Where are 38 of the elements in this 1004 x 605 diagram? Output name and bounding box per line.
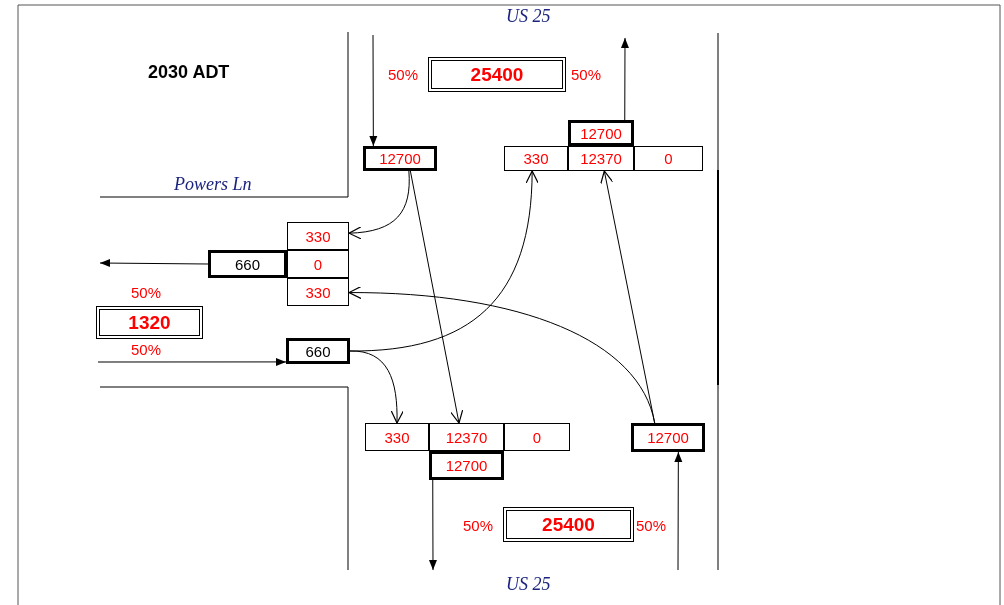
- volume-box: 330: [287, 278, 349, 306]
- volume-box: 330: [287, 222, 349, 250]
- volume-box: 12700: [429, 451, 504, 480]
- turning-movement-arrow: [409, 170, 464, 424]
- percentage-label: 50%: [131, 341, 162, 358]
- road-name: US 25: [506, 574, 551, 595]
- volume-box: 0: [504, 423, 570, 451]
- total-volume-box: 1320: [96, 306, 203, 339]
- traffic-direction-arrow: [97, 357, 287, 366]
- traffic-direction-arrow: [674, 451, 683, 571]
- volume-box: 660: [286, 338, 350, 364]
- volume-box: 12700: [363, 146, 437, 171]
- turning-movement-arrow: [348, 170, 410, 240]
- percentage-label: 50%: [571, 66, 602, 83]
- road-name: US 25: [506, 6, 551, 27]
- chart-title: 2030 ADT: [148, 62, 230, 83]
- volume-box: 660: [208, 250, 287, 278]
- volume-box: 330: [365, 423, 429, 451]
- volume-box: 12700: [568, 120, 634, 146]
- traffic-direction-arrow: [428, 479, 437, 571]
- total-volume-box: 25400: [428, 57, 566, 92]
- percentage-label: 50%: [131, 284, 162, 301]
- turning-movement-arrow: [600, 170, 656, 424]
- road-name: Powers Ln: [174, 174, 252, 195]
- percentage-label: 50%: [636, 517, 667, 534]
- turning-movement-arrow: [349, 350, 404, 424]
- volume-box: 330: [504, 146, 568, 171]
- percentage-label: 50%: [388, 66, 419, 83]
- volume-box: 12370: [429, 423, 504, 451]
- traffic-direction-arrow: [369, 34, 378, 147]
- volume-box: 0: [287, 250, 349, 278]
- traffic-direction-arrow: [620, 37, 629, 121]
- traffic-direction-arrow: [99, 259, 209, 268]
- total-volume-box: 25400: [503, 507, 634, 542]
- volume-box: 12370: [568, 146, 634, 171]
- volume-box: 12700: [631, 423, 705, 452]
- percentage-label: 50%: [463, 517, 494, 534]
- volume-box: 0: [634, 146, 703, 171]
